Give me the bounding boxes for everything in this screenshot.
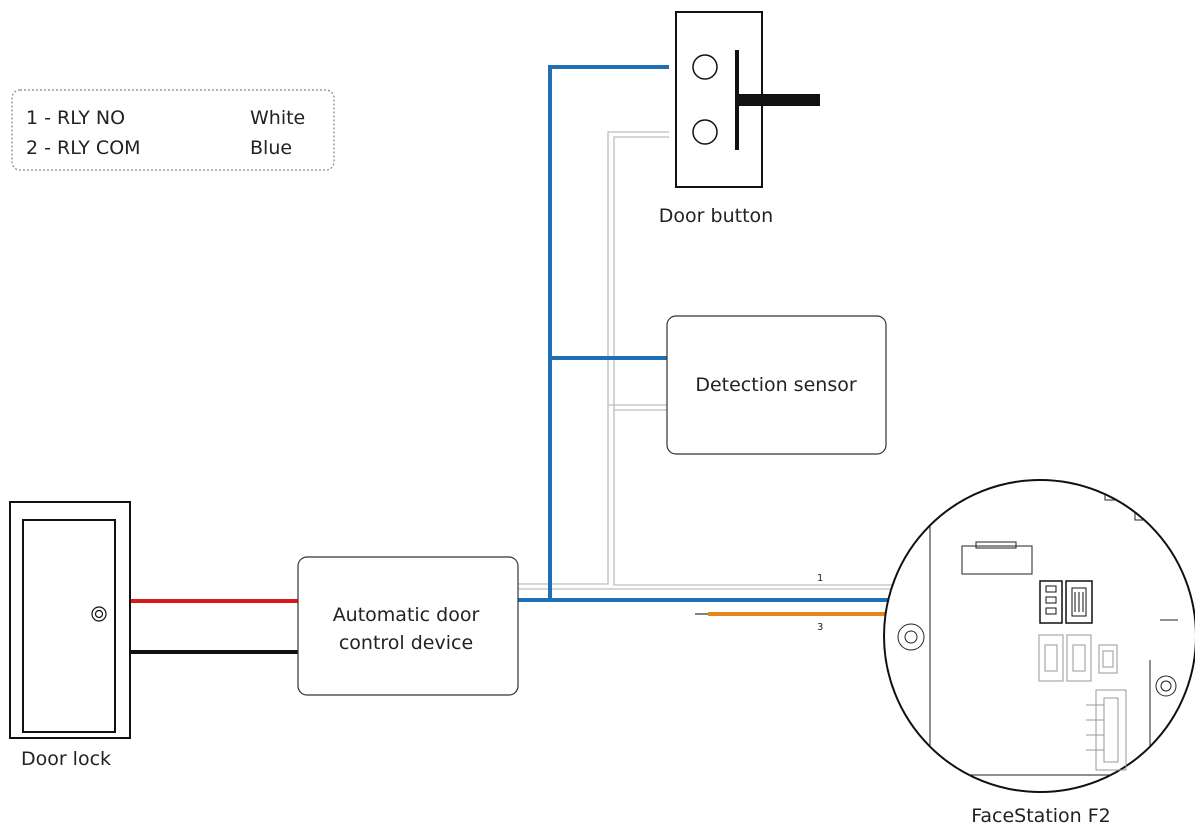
facestation-mount-hole-left xyxy=(897,623,925,651)
door-button-terminal-2 xyxy=(692,119,718,145)
facestation-top-connector xyxy=(961,545,1033,575)
door-button-plunger-shaft xyxy=(737,94,820,106)
wire-number-3: 3 xyxy=(817,622,823,633)
facestation-relay-connector xyxy=(1039,580,1063,624)
facestation-mount-hole-left-inner xyxy=(904,630,918,644)
door-lock xyxy=(9,501,131,739)
legend: 1 - RLY NO White 2 - RLY COM Blue xyxy=(11,89,335,171)
legend-row2-color: Blue xyxy=(250,137,292,159)
facestation-label: FaceStation F2 xyxy=(971,805,1111,827)
blue-wire-vertical xyxy=(548,65,669,600)
facestation-detail xyxy=(883,479,1195,793)
facestation-pin-header xyxy=(1086,689,1127,771)
detection-sensor-box xyxy=(666,315,887,455)
door-lock-knob-inner xyxy=(94,609,104,619)
facestation-secondary-connectors xyxy=(1038,634,1118,682)
control-device: Automatic door control device xyxy=(297,556,519,696)
legend-row1-color: White xyxy=(250,107,305,129)
door-button-terminal-1 xyxy=(692,54,718,80)
facestation-top-connector-tab xyxy=(975,541,1017,549)
legend-frame xyxy=(11,89,335,171)
facestation-mount-hole-right xyxy=(1155,675,1177,697)
control-device-box xyxy=(297,556,519,696)
door-lock-label: Door lock xyxy=(21,748,111,770)
facestation-mount-hole-right-inner xyxy=(1160,680,1172,692)
door-button xyxy=(675,11,820,188)
detection-sensor: Detection sensor xyxy=(666,315,887,455)
door-lock-door xyxy=(22,519,116,733)
facestation-connector-b xyxy=(1065,580,1093,624)
legend-row1-pin: 1 - RLY NO xyxy=(26,107,125,129)
white-wire-inner xyxy=(613,136,1038,586)
control-device-label-line2: control device xyxy=(339,632,473,654)
detection-sensor-label: Detection sensor xyxy=(695,374,856,396)
control-device-label-line1: Automatic door xyxy=(333,604,480,626)
door-lock-knob-outer xyxy=(91,606,107,622)
wire-number-1: 1 xyxy=(817,573,823,584)
door-button-label: Door button xyxy=(659,205,773,227)
legend-row2-pin: 2 - RLY COM xyxy=(26,137,141,159)
